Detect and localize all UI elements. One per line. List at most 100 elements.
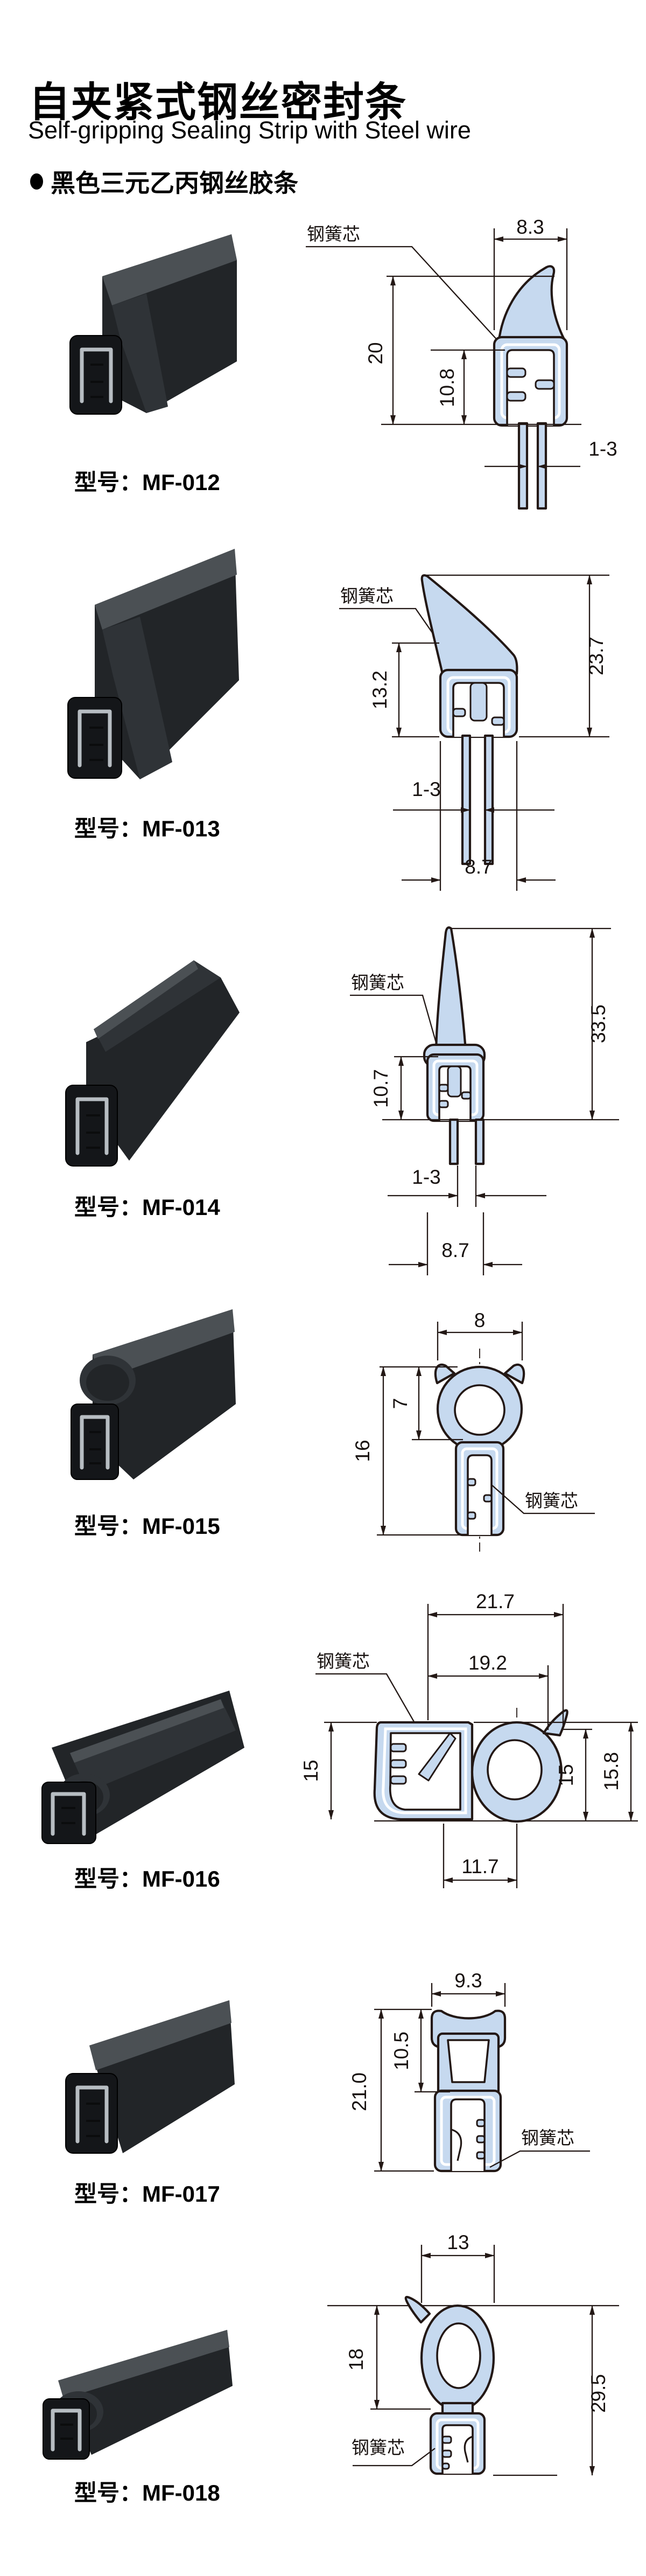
profile-leg — [483, 734, 494, 865]
model-prefix: 型号： — [74, 2480, 143, 2505]
clip-tooth — [461, 1091, 472, 1100]
leader-line — [490, 1484, 595, 1514]
clip-hook — [451, 2128, 462, 2161]
tech-drawing-mf013: 钢簧芯 23.7 13.2 1-3 8.7 — [339, 574, 609, 891]
model-prefix: 型号： — [74, 816, 143, 841]
clip-tooth — [491, 716, 505, 726]
leader-line — [350, 994, 441, 1058]
dim-grip: 1-3 — [412, 778, 440, 800]
model-label: 型号：MF-014 — [74, 1189, 220, 1222]
model-number: MF-016 — [142, 1866, 220, 1891]
leader-line — [306, 246, 500, 343]
model-number: MF-013 — [142, 816, 220, 841]
dim-bulb-height: 7 — [389, 1398, 411, 1409]
model-label: 型号：MF-015 — [74, 1508, 220, 1541]
leader-line — [489, 2150, 590, 2168]
dim-clip-depth: 13.2 — [369, 671, 391, 709]
profile-fin — [434, 926, 468, 1059]
dim-height: 23.7 — [585, 637, 607, 675]
page-title: 自夹紧式钢丝密封条 — [29, 80, 407, 125]
profile-leg — [461, 734, 472, 865]
clip-tooth — [476, 2119, 486, 2127]
model-prefix: 型号： — [74, 1866, 143, 1891]
model-number: MF-018 — [142, 2480, 220, 2505]
bulb-cavity — [454, 1384, 505, 1436]
tech-drawing-mf018: 13 18 29.5 钢簧芯 — [327, 2231, 619, 2476]
model-label: 型号：MF-012 — [74, 464, 220, 497]
spring-core-label: 钢簧芯 — [307, 224, 360, 244]
dim-top-width: 8.3 — [516, 216, 544, 238]
steel-core-outline — [382, 1727, 467, 1814]
model-number: MF-017 — [142, 2181, 220, 2207]
dim-height: 21.0 — [348, 2072, 370, 2111]
dim-bulb-height: 18 — [345, 2348, 367, 2370]
bulb-cavity — [436, 2322, 481, 2389]
clip-tooth — [506, 367, 526, 378]
product-photo-mf015 — [71, 1309, 236, 1480]
model-label: 型号：MF-018 — [74, 2475, 220, 2508]
clip-tooth — [476, 2135, 486, 2144]
clip-hook — [464, 2435, 473, 2463]
clip-tooth — [441, 2462, 450, 2470]
clip-tooth — [452, 708, 466, 717]
spring-core-label: 钢簧芯 — [317, 1651, 370, 1671]
dim-height: 29.5 — [587, 2374, 609, 2413]
dim-height: 15.8 — [600, 1752, 622, 1791]
model-number: MF-015 — [142, 1513, 220, 1539]
tech-drawing-mf014: 钢簧芯 33.5 10.7 1-3 8.7 — [350, 926, 619, 1275]
dim-inner-width: 19.2 — [468, 1652, 507, 1674]
model-label: 型号：MF-017 — [74, 2176, 220, 2209]
dim-top-width: 21.7 — [476, 1590, 515, 1612]
clip-tooth — [390, 1775, 407, 1785]
product-photo-mf013 — [67, 549, 239, 779]
clip-tooth — [506, 391, 526, 402]
dim-height: 16 — [352, 1440, 374, 1462]
tech-drawing-mf016: 钢簧芯 21.7 19.2 15 — [300, 1590, 638, 1888]
profile-flap — [497, 265, 567, 345]
dim-clip-height: 15 — [300, 1760, 322, 1782]
dim-top-width: 8 — [474, 1309, 486, 1331]
dim-top-width: 9.3 — [454, 1970, 482, 1992]
bulb-cavity — [487, 1739, 543, 1800]
dim-bottom-width: 8.7 — [441, 1239, 469, 1261]
dim-grip: 1-3 — [588, 438, 617, 460]
product-photo-mf016 — [41, 1691, 244, 1844]
leader-line — [353, 2448, 436, 2467]
clip-tooth — [441, 2435, 452, 2444]
clip-tooth — [438, 1084, 449, 1092]
product-photo-mf014 — [65, 960, 240, 1167]
tech-drawing-mf012: 钢簧芯 8.3 20 10.8 1-3 — [306, 216, 617, 510]
model-label: 型号：MF-013 — [74, 811, 220, 843]
dim-top-width: 13 — [447, 2231, 469, 2253]
clip-tooth — [483, 1494, 493, 1503]
dim-grip: 1-3 — [412, 1166, 440, 1188]
product-photo-mf017 — [65, 2000, 235, 2154]
dim-bulb-height: 15 — [555, 1764, 577, 1786]
spring-core-label: 钢簧芯 — [351, 973, 404, 993]
spring-core-label: 钢簧芯 — [352, 2438, 405, 2458]
profile-ear — [503, 1363, 525, 1385]
page-subtitle: Self-gripping Sealing Strip with Steel w… — [28, 116, 471, 144]
model-prefix: 型号： — [74, 470, 143, 495]
dim-height: 20 — [364, 342, 387, 364]
spring-core-label: 钢簧芯 — [340, 586, 394, 606]
profile-leg — [474, 1118, 485, 1165]
dim-upper-depth: 10.5 — [390, 2032, 412, 2070]
profile-fin — [404, 2295, 431, 2324]
profile-leg — [448, 1118, 459, 1165]
tech-drawing-mf017: 9.3 10.5 21.0 钢簧芯 — [348, 1970, 590, 2173]
dim-bottom-width: 11.7 — [461, 1855, 498, 1877]
model-number: MF-014 — [142, 1195, 220, 1220]
model-label: 型号：MF-016 — [74, 1861, 220, 1894]
tech-drawing-mf015: 8 7 16 钢簧芯 — [352, 1309, 595, 1552]
clip-tooth — [390, 1743, 407, 1753]
product-photo-mf018 — [43, 2330, 233, 2460]
clip-tongue — [447, 1065, 462, 1098]
spring-core-label: 钢簧芯 — [525, 1491, 578, 1511]
clip-tooth — [476, 2151, 486, 2160]
clip-tongue — [418, 1732, 457, 1782]
clip-tongue — [469, 682, 488, 722]
bullet-row: 黑色三元乙丙钢丝胶条 — [30, 164, 298, 199]
dim-bottom-width: 8.7 — [465, 856, 492, 878]
